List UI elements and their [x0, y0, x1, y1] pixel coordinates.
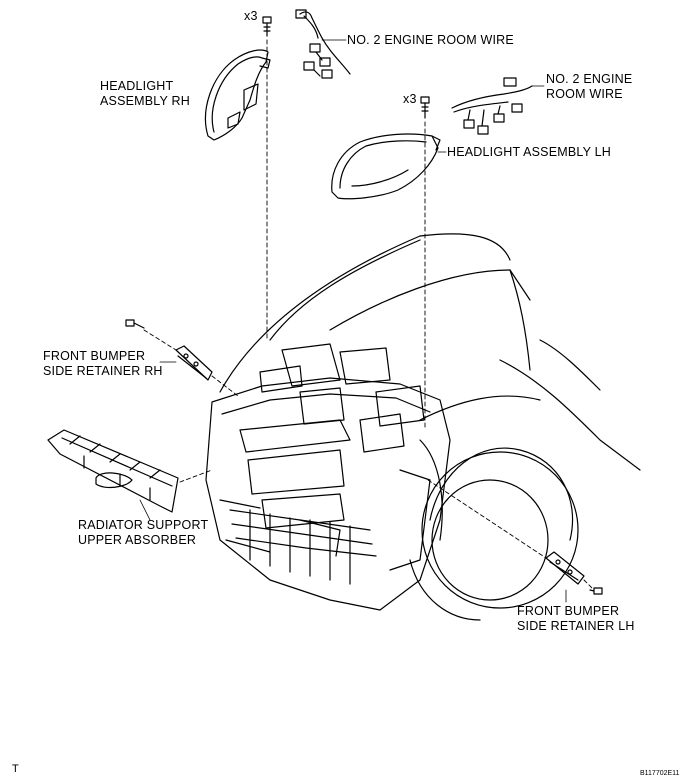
headlight-assembly-lh: [331, 133, 441, 200]
retainer-lh-label-line1: FRONT BUMPER: [517, 604, 620, 618]
wire-lh-label-line2: ROOM WIRE: [546, 87, 623, 101]
retainer-lh-label-line2: SIDE RETAINER LH: [517, 619, 635, 633]
wire-rh-label: NO. 2 ENGINE ROOM WIRE: [347, 33, 514, 47]
bolt-icon-lh: [420, 96, 430, 119]
figure-code: B117702E11: [640, 770, 680, 777]
front-bumper-side-retainer-lh: [545, 551, 585, 585]
headlight-rh-label-line1: HEADLIGHT: [100, 79, 174, 93]
retainer-rh-label-line1: FRONT BUMPER: [43, 349, 146, 363]
engine-room-wire-rh: [295, 9, 351, 79]
absorber-label-line2: UPPER ABSORBER: [78, 533, 197, 547]
radiator-support-upper-absorber: [47, 429, 179, 513]
corner-mark: T: [12, 763, 19, 775]
bolt-icon-retainer-rh: [125, 319, 145, 329]
headlight-rh-label-line2: ASSEMBLY RH: [100, 94, 190, 108]
absorber-label-line1: RADIATOR SUPPORT: [78, 518, 209, 532]
front-bumper-side-retainer-rh: [175, 345, 213, 381]
wire-lh-label-line1: NO. 2 ENGINE: [546, 72, 633, 86]
bolt-icon-retainer-lh: [589, 587, 603, 595]
quantity-label-rh: x3: [244, 9, 258, 23]
bolt-icon-rh: [262, 16, 272, 37]
headlight-lh-label: HEADLIGHT ASSEMBLY LH: [447, 145, 611, 159]
vehicle-front-body: [205, 233, 641, 621]
headlight-assembly-rh: [204, 49, 271, 141]
retainer-rh-label-line2: SIDE RETAINER RH: [43, 364, 163, 378]
quantity-label-lh: x3: [403, 92, 417, 106]
engine-room-wire-lh: [451, 77, 533, 135]
